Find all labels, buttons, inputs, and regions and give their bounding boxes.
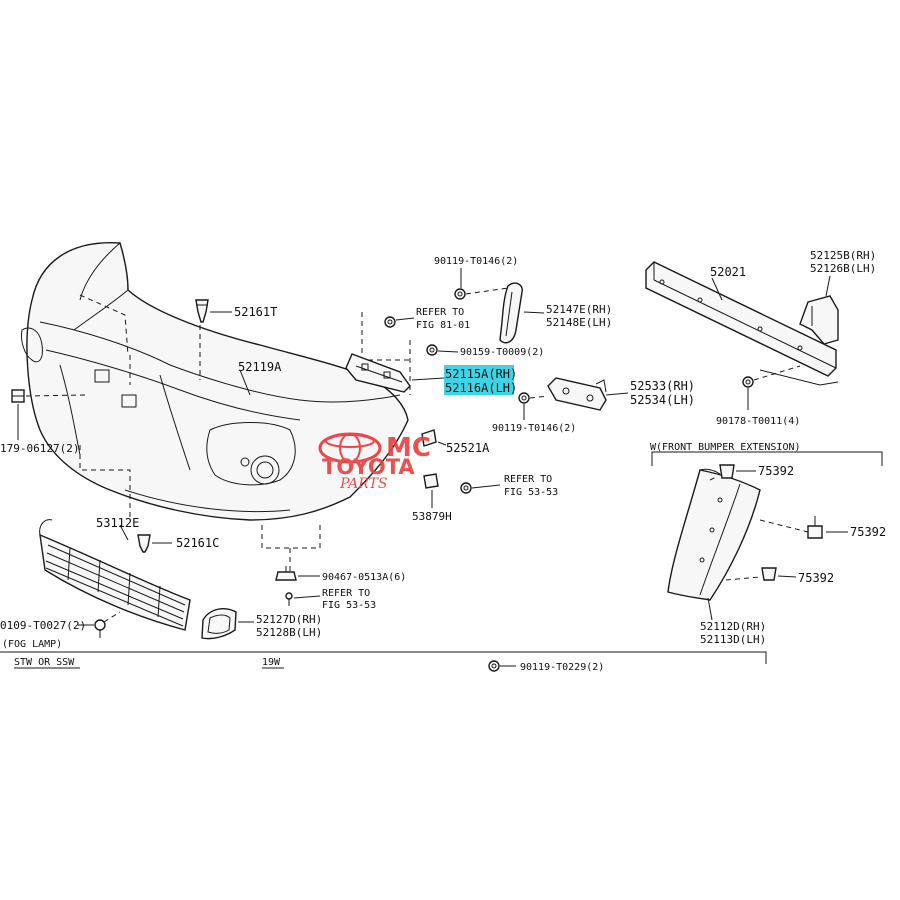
label-90179-06127: 179-06127(2) [0, 442, 79, 455]
label-52147E: 52147E(RH) [546, 303, 612, 316]
label-90119-T0146a: 90119-T0146(2) [434, 256, 518, 267]
watermark-mc: MC [386, 433, 431, 463]
label-75392c: 75392 [798, 571, 834, 585]
label-52115A: 52115A(RH) [445, 367, 517, 381]
refer-fig-53-53b-line2: FIG 53-53 [504, 487, 558, 498]
bolt-90119b-icon [518, 392, 530, 404]
bolt-90119c-icon [488, 660, 500, 672]
label-52128B: 52128B(LH) [256, 626, 322, 639]
refer-fig-53-53-line2: FIG 53-53 [322, 600, 376, 611]
clip-90179-icon [11, 389, 25, 403]
clip-75392c-icon [761, 567, 777, 581]
extension-title: W(FRONT BUMPER EXTENSION) [650, 442, 801, 453]
label-53879H: 53879H [412, 510, 452, 523]
lower-grille-53112E[interactable] [39, 519, 191, 631]
label-52113D: 52113D(LH) [700, 633, 766, 646]
footer-mid: 19W [262, 657, 281, 668]
fog-cover-52127D[interactable] [201, 608, 237, 640]
label-75392b: 75392 [850, 525, 886, 539]
watermark-parts: PARTS [339, 476, 387, 492]
refer-fig-53-53-line1: REFER TO [322, 588, 370, 599]
label-75392a: 75392 [758, 464, 794, 478]
label-52148E: 52148E(LH) [546, 316, 612, 329]
label-90119-T0229: 90119-T0229(2) [520, 662, 604, 673]
bolt-90159-icon [426, 344, 438, 356]
label-52119A: 52119A [238, 360, 282, 374]
clip-90467-icon [275, 566, 297, 581]
clip-53879H-icon [423, 473, 439, 489]
footer-left: STW OR SSW [14, 657, 75, 668]
label-90159-T0009: 90159-T0009(2) [460, 347, 544, 358]
stay-52533[interactable] [547, 377, 607, 411]
label-52534: 52534(LH) [630, 393, 695, 407]
bolt-90119a-icon [454, 288, 466, 300]
label-52161T: 52161T [234, 305, 277, 319]
label-52127D: 52127D(RH) [256, 613, 322, 626]
label-52112D: 52112D(RH) [700, 620, 766, 633]
nut-icon [460, 482, 472, 494]
bolt-90109-icon [94, 619, 106, 638]
clip-52521A-icon [421, 429, 437, 447]
refer-fig-81-01-line2: FIG 81-01 [416, 320, 470, 331]
screw-icon [285, 592, 293, 606]
refer-fig-81-01-line1: REFER TO [416, 307, 464, 318]
label-90109-T0027: 0109-T0027(2) [0, 619, 86, 632]
clip-52161C-icon [137, 534, 151, 553]
bolt-icon [384, 316, 396, 328]
side-retainer-52115A[interactable] [345, 353, 411, 393]
label-52521A: 52521A [446, 441, 490, 455]
clip-75392a-icon [719, 464, 735, 479]
refer-fig-53-53b-line1: REFER TO [504, 474, 552, 485]
bracket-52125B[interactable] [799, 295, 839, 345]
label-52161C: 52161C [176, 536, 219, 550]
label-52126B: 52126B(LH) [810, 262, 876, 275]
label-52021: 52021 [710, 265, 746, 279]
watermark-toyota: TOYOTA [322, 455, 415, 479]
label-90119-T0146b: 90119-T0146(2) [492, 423, 576, 434]
label-53112E: 53112E [96, 516, 139, 530]
extension-bracket-line [651, 451, 883, 466]
bracket-52147E[interactable] [499, 282, 523, 344]
mc-toyota-parts-watermark: MC TOYOTA PARTS [318, 432, 431, 492]
bumper-cover[interactable] [21, 242, 409, 521]
label-52125B: 52125B(RH) [810, 249, 876, 262]
label-90467-0513A: 90467-0513A(6) [322, 572, 406, 583]
clip-75392b-icon [807, 516, 823, 539]
label-52533: 52533(RH) [630, 379, 695, 393]
footer-line [0, 651, 767, 664]
label-90178-T0011: 90178-T0011(4) [716, 416, 800, 427]
nut-90178-icon [742, 376, 754, 388]
label-52116A: 52116A(LH) [445, 381, 517, 395]
clip-52161T-icon [195, 299, 209, 323]
reinforcement-52021[interactable] [645, 261, 839, 386]
bumper-extension-52112D[interactable] [667, 468, 761, 601]
label-fog-lamp: (FOG LAMP) [2, 639, 62, 650]
highlight-box [444, 365, 514, 395]
